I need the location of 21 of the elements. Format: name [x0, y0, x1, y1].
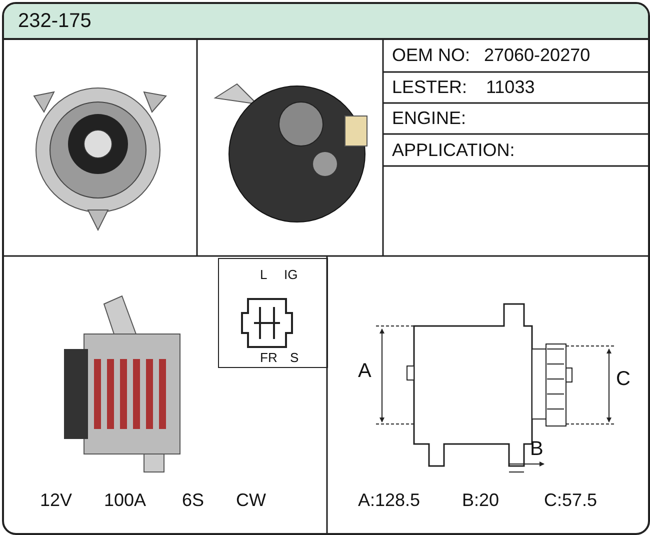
dimension-letter: A — [358, 360, 372, 383]
title: 232-175 — [18, 10, 92, 33]
dimension-letter: C — [616, 368, 630, 391]
voltage-spec: 12V — [40, 490, 72, 511]
field-label: ENGINE: — [392, 108, 466, 129]
dimension-letter: B — [530, 438, 544, 461]
field-label: OEM NO: — [392, 45, 470, 66]
rotation-spec: CW — [236, 490, 266, 511]
current-spec: 100A — [104, 490, 146, 511]
pulley-spec: 6S — [182, 490, 204, 511]
pin-label: S — [290, 350, 299, 365]
dimension-value: A:128.5 — [358, 490, 420, 511]
pin-label: L — [260, 267, 268, 282]
pin-label: FR — [260, 350, 278, 365]
dimension-value: B:20 — [462, 490, 500, 511]
lester-number: 11033 — [486, 77, 535, 98]
oem-number: 27060-20270 — [484, 45, 590, 66]
field-label: LESTER: — [392, 77, 468, 98]
dimension-value: C:57.5 — [544, 490, 598, 511]
pin-label: IG — [284, 267, 298, 282]
field-label: APPLICATION: — [392, 140, 515, 161]
